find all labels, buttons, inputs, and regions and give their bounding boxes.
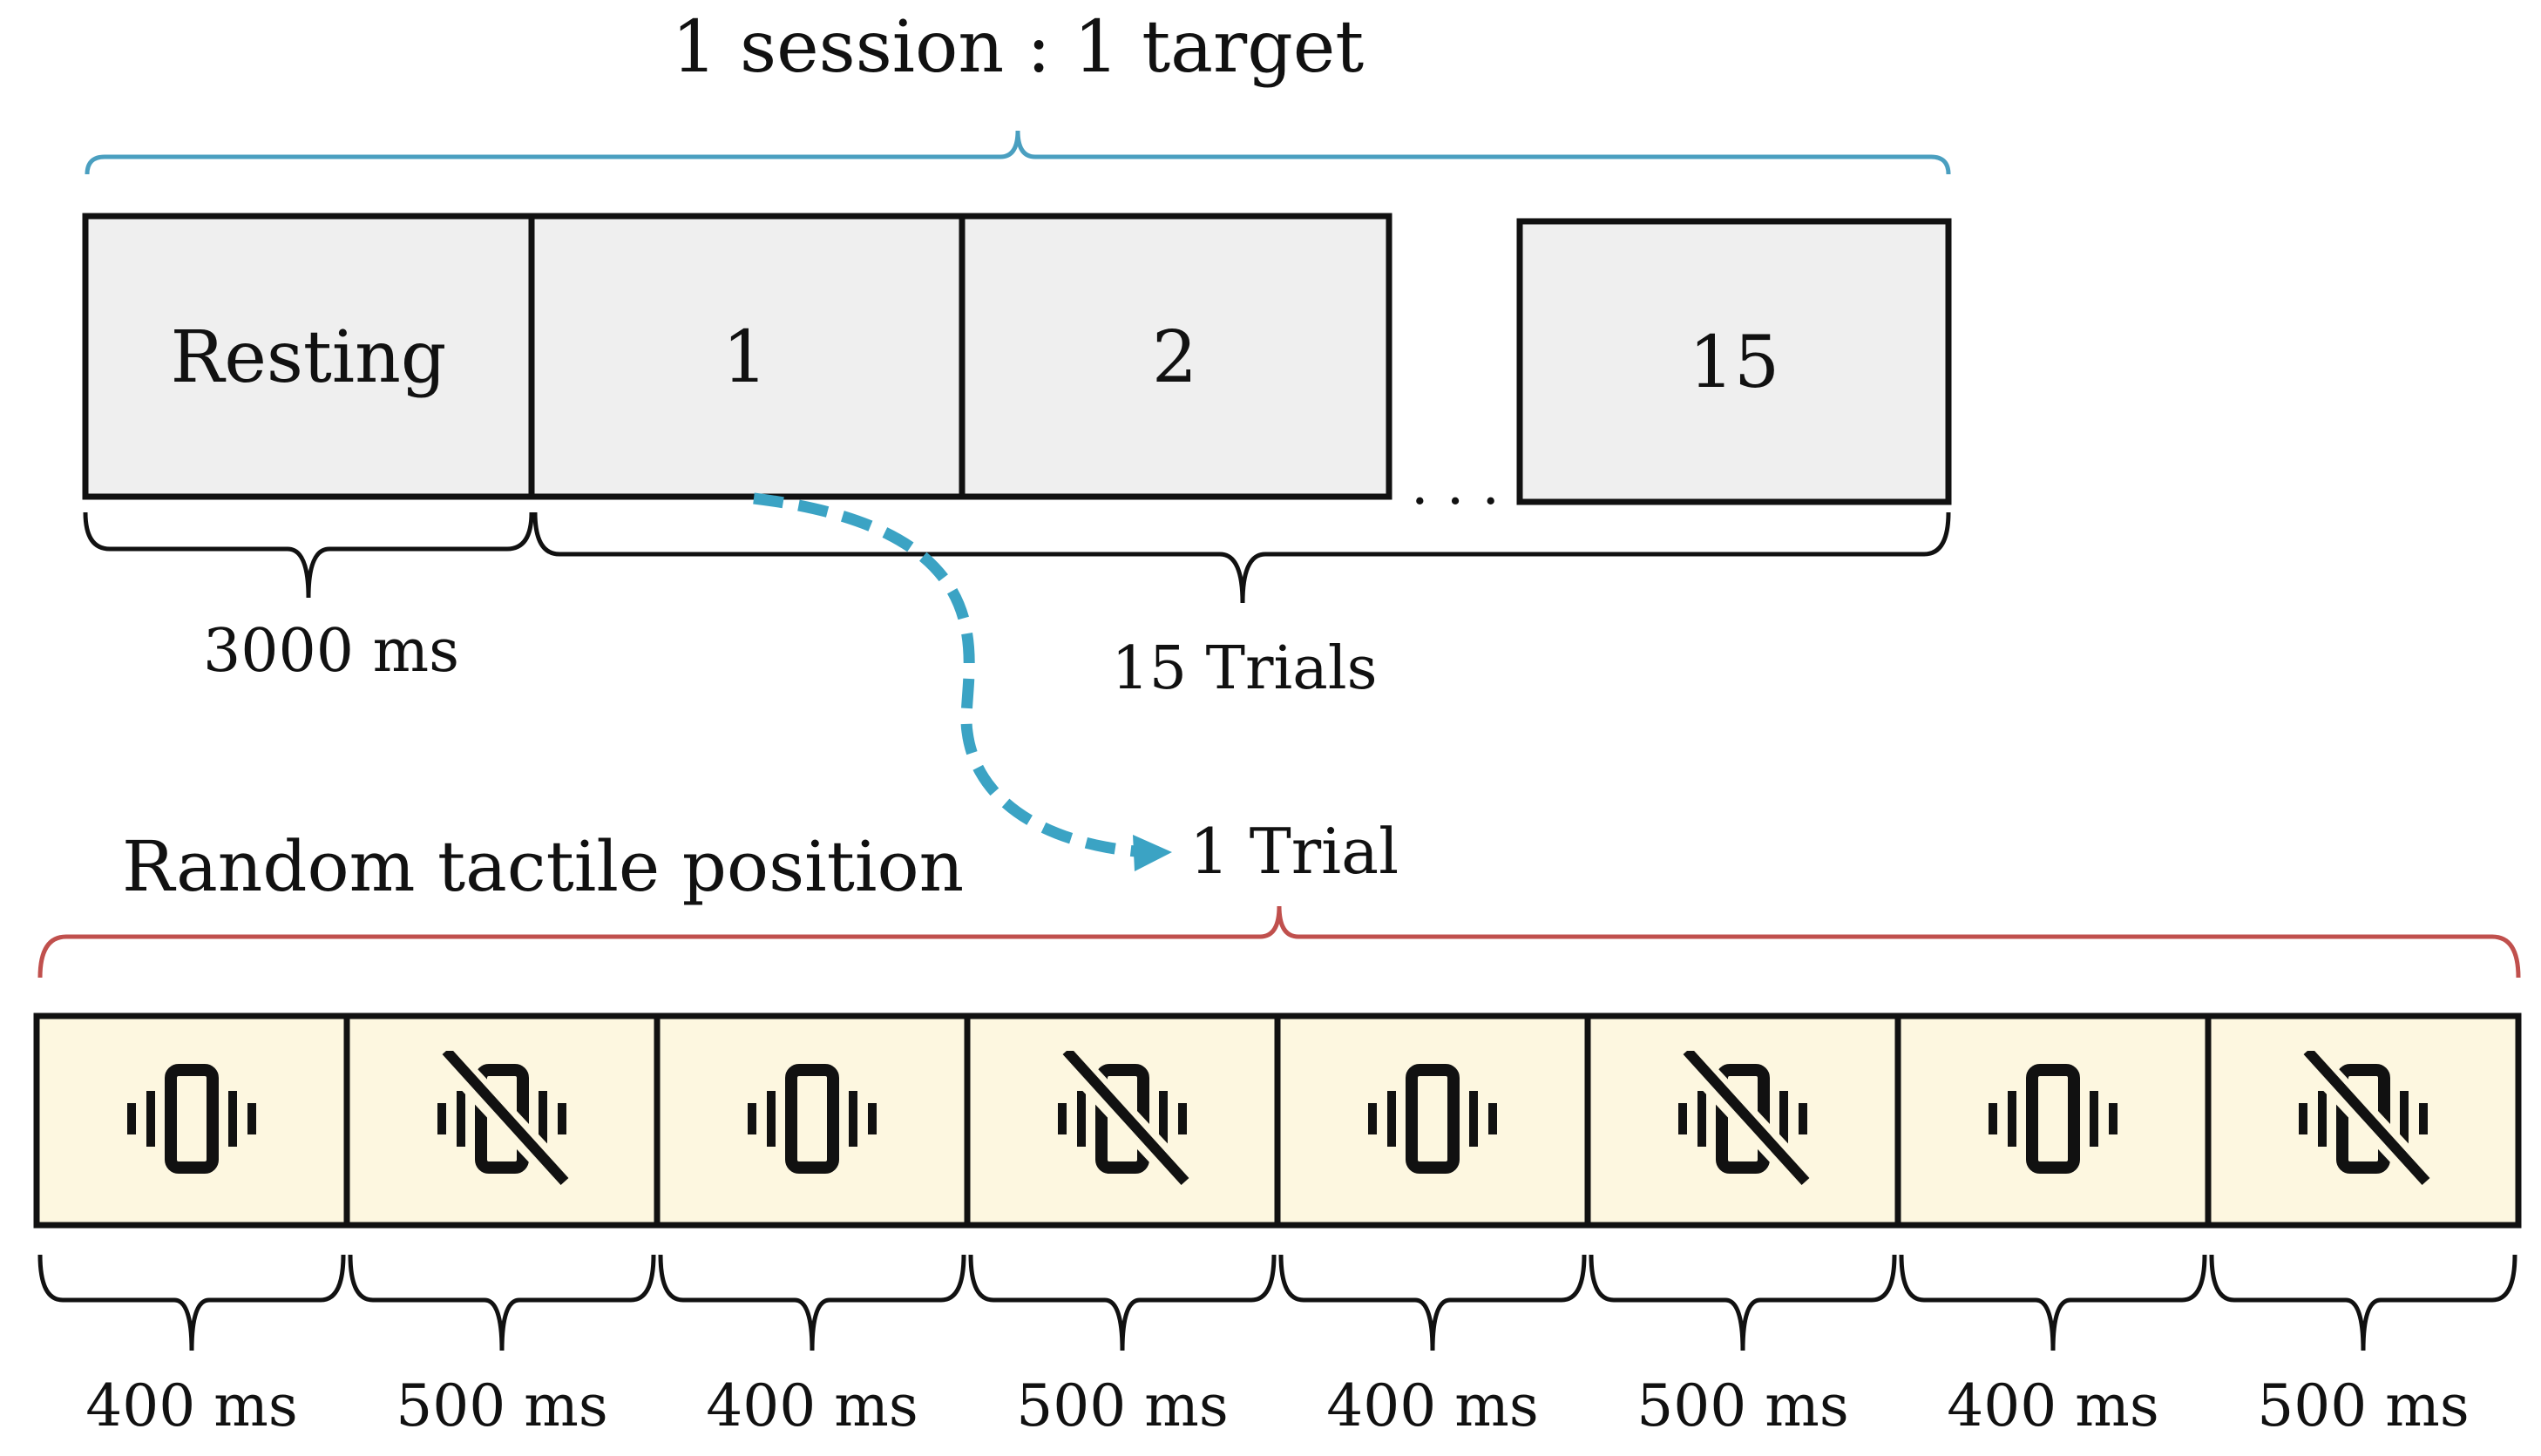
segment-duration-label-8: 500 ms bbox=[2257, 1372, 2469, 1439]
trial-block-2 bbox=[959, 213, 1392, 500]
segment-duration-brace-2 bbox=[348, 1254, 656, 1351]
trial-segment-1 bbox=[33, 1012, 350, 1229]
trials-brace bbox=[532, 511, 1951, 604]
segment-duration-label-3: 400 ms bbox=[706, 1372, 918, 1439]
arrow-head bbox=[1133, 835, 1172, 871]
segment-duration-brace-6 bbox=[1589, 1254, 1897, 1351]
segment-duration-brace-1 bbox=[37, 1254, 346, 1351]
segment-duration-label-7: 400 ms bbox=[1947, 1372, 2158, 1439]
segment-duration-braces bbox=[37, 1254, 2517, 1351]
trial-callout-label: 1 Trial bbox=[1189, 815, 1399, 888]
trial-segment-3 bbox=[654, 1012, 971, 1229]
trial-segment-8 bbox=[2205, 1012, 2522, 1229]
trial-segments bbox=[33, 1012, 2522, 1229]
trials-count-label: 15 Trials bbox=[1112, 634, 1378, 703]
resting-duration-brace bbox=[83, 511, 534, 599]
trial-segment-5 bbox=[1274, 1012, 1591, 1229]
segment-duration-label-6: 500 ms bbox=[1636, 1372, 1848, 1439]
session-title: 1 session : 1 target bbox=[672, 6, 1364, 89]
segment-duration-brace-3 bbox=[658, 1254, 966, 1351]
trial-brace bbox=[37, 905, 2521, 979]
trial-block-2-label: 2 bbox=[1152, 316, 1197, 399]
resting-block bbox=[82, 213, 535, 500]
trial-expand-arrow bbox=[753, 492, 1147, 858]
random-tactile-title: Random tactile position bbox=[122, 826, 964, 907]
segment-duration-label-5: 400 ms bbox=[1326, 1372, 1538, 1439]
segment-duration-label-1: 400 ms bbox=[85, 1372, 297, 1439]
segment-duration-brace-4 bbox=[968, 1254, 1277, 1351]
segment-duration-labels: 400 ms 500 ms 400 ms 500 ms 400 ms 500 ms 400 … bbox=[85, 1372, 2469, 1439]
segment-duration-brace-8 bbox=[2209, 1254, 2517, 1351]
trial-block-15-label: 15 bbox=[1689, 322, 1779, 404]
session-brace bbox=[85, 130, 1951, 175]
resting-label: Resting bbox=[171, 316, 447, 399]
trial-block-1 bbox=[528, 213, 966, 500]
segment-duration-label-4: 500 ms bbox=[1016, 1372, 1228, 1439]
ellipsis: . . . bbox=[1411, 453, 1500, 518]
trial-block-1-label: 1 bbox=[722, 316, 768, 399]
segment-duration-label-2: 500 ms bbox=[396, 1372, 607, 1439]
segment-duration-brace-5 bbox=[1278, 1254, 1587, 1351]
trial-block-15 bbox=[1516, 218, 1952, 505]
trial-segment-7 bbox=[1894, 1012, 2212, 1229]
segment-duration-brace-7 bbox=[1899, 1254, 2207, 1351]
resting-duration-label: 3000 ms bbox=[203, 617, 459, 686]
